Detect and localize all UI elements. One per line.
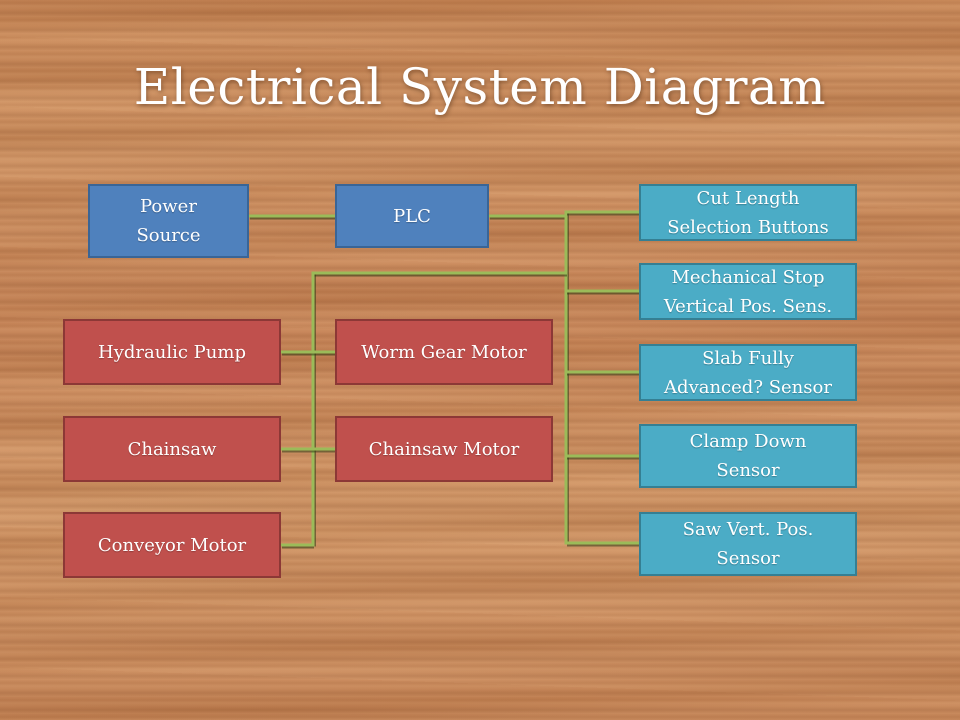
hydraulic-pump-box: Hydraulic Pump	[63, 319, 281, 385]
power-source-box: Power Source	[88, 184, 249, 258]
conveyor-motor-box: Conveyor Motor	[63, 512, 281, 578]
chainsaw-motor-box: Chainsaw Motor	[335, 416, 553, 482]
slab-fully-advanced-sensor-box: Slab Fully Advanced? Sensor	[639, 344, 857, 401]
cut-length-selection-buttons-box: Cut Length Selection Buttons	[639, 184, 857, 241]
slide-title: Electrical System Diagram	[133, 58, 827, 116]
clamp-down-sensor-box: Clamp Down Sensor	[639, 424, 857, 488]
chainsaw-box: Chainsaw	[63, 416, 281, 482]
wire-connections	[247, 210, 641, 549]
saw-vert-pos-sensor-box: Saw Vert. Pos. Sensor	[639, 512, 857, 576]
worm-gear-motor-box: Worm Gear Motor	[335, 319, 553, 385]
plc-box: PLC	[335, 184, 489, 248]
mechanical-stop-sensor-box: Mechanical Stop Vertical Pos. Sens.	[639, 263, 857, 320]
